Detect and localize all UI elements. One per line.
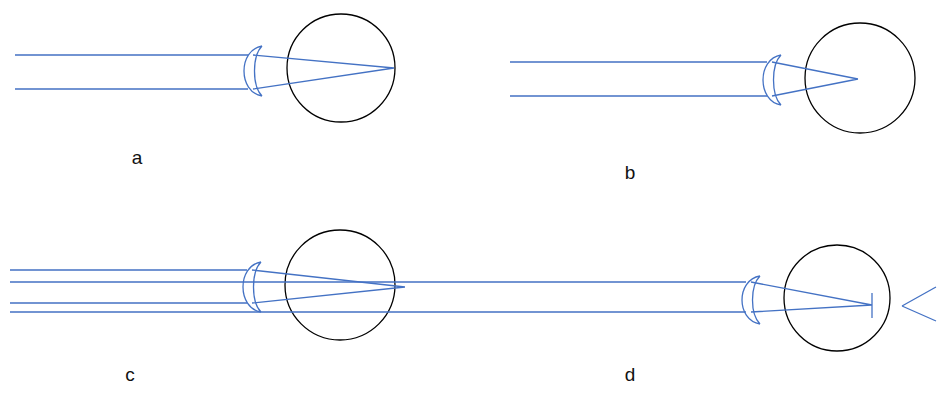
- refracted-ray: [772, 62, 858, 96]
- light-ray: [10, 282, 746, 312]
- panel-label-box: d: [625, 364, 636, 386]
- diverging-ray: [902, 287, 936, 321]
- panel-label-box: a: [132, 147, 143, 169]
- panel-label-box: c: [125, 364, 135, 386]
- eyeball: [285, 230, 395, 340]
- panel-label-box: b: [625, 162, 636, 184]
- eye-a: [15, 14, 395, 122]
- light-ray: [15, 55, 248, 89]
- eye-b: [510, 23, 915, 133]
- eyeball: [287, 14, 395, 122]
- eye-c: [10, 230, 405, 340]
- panel-label: b: [625, 162, 636, 184]
- refracted-ray: [751, 282, 872, 312]
- light-ray: [510, 62, 767, 96]
- refracted-ray: [253, 55, 394, 89]
- eye-d: [10, 245, 936, 351]
- light-ray: [10, 270, 247, 303]
- panel-label: d: [625, 364, 636, 386]
- panel-label: c: [125, 364, 135, 386]
- image-marker: [871, 293, 872, 318]
- refracted-ray: [252, 270, 405, 303]
- eyeball: [805, 23, 915, 133]
- panel-label: a: [132, 147, 143, 169]
